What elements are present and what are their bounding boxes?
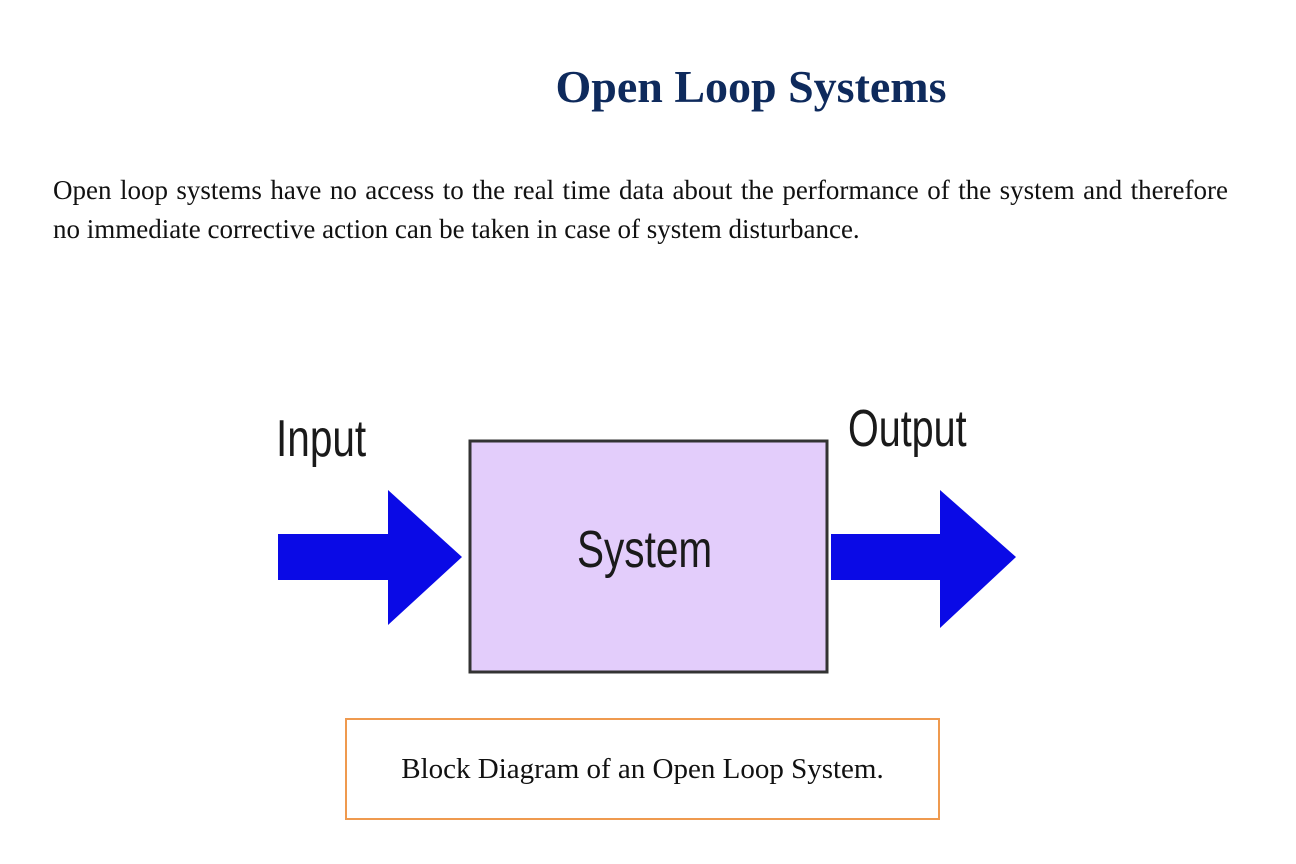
system-block-label: System	[577, 520, 712, 578]
input-arrow-icon	[278, 490, 462, 625]
system-block	[468, 439, 829, 674]
output-label: Output	[848, 399, 967, 458]
output-arrow-icon	[831, 490, 1016, 628]
description-paragraph: Open loop systems have no access to the …	[53, 175, 1228, 244]
slide-title: Open Loop Systems	[555, 61, 947, 112]
input-label: Input	[276, 409, 366, 467]
caption-box: Block Diagram of an Open Loop System.	[345, 718, 940, 820]
caption-text: Block Diagram of an Open Loop System.	[401, 752, 884, 785]
